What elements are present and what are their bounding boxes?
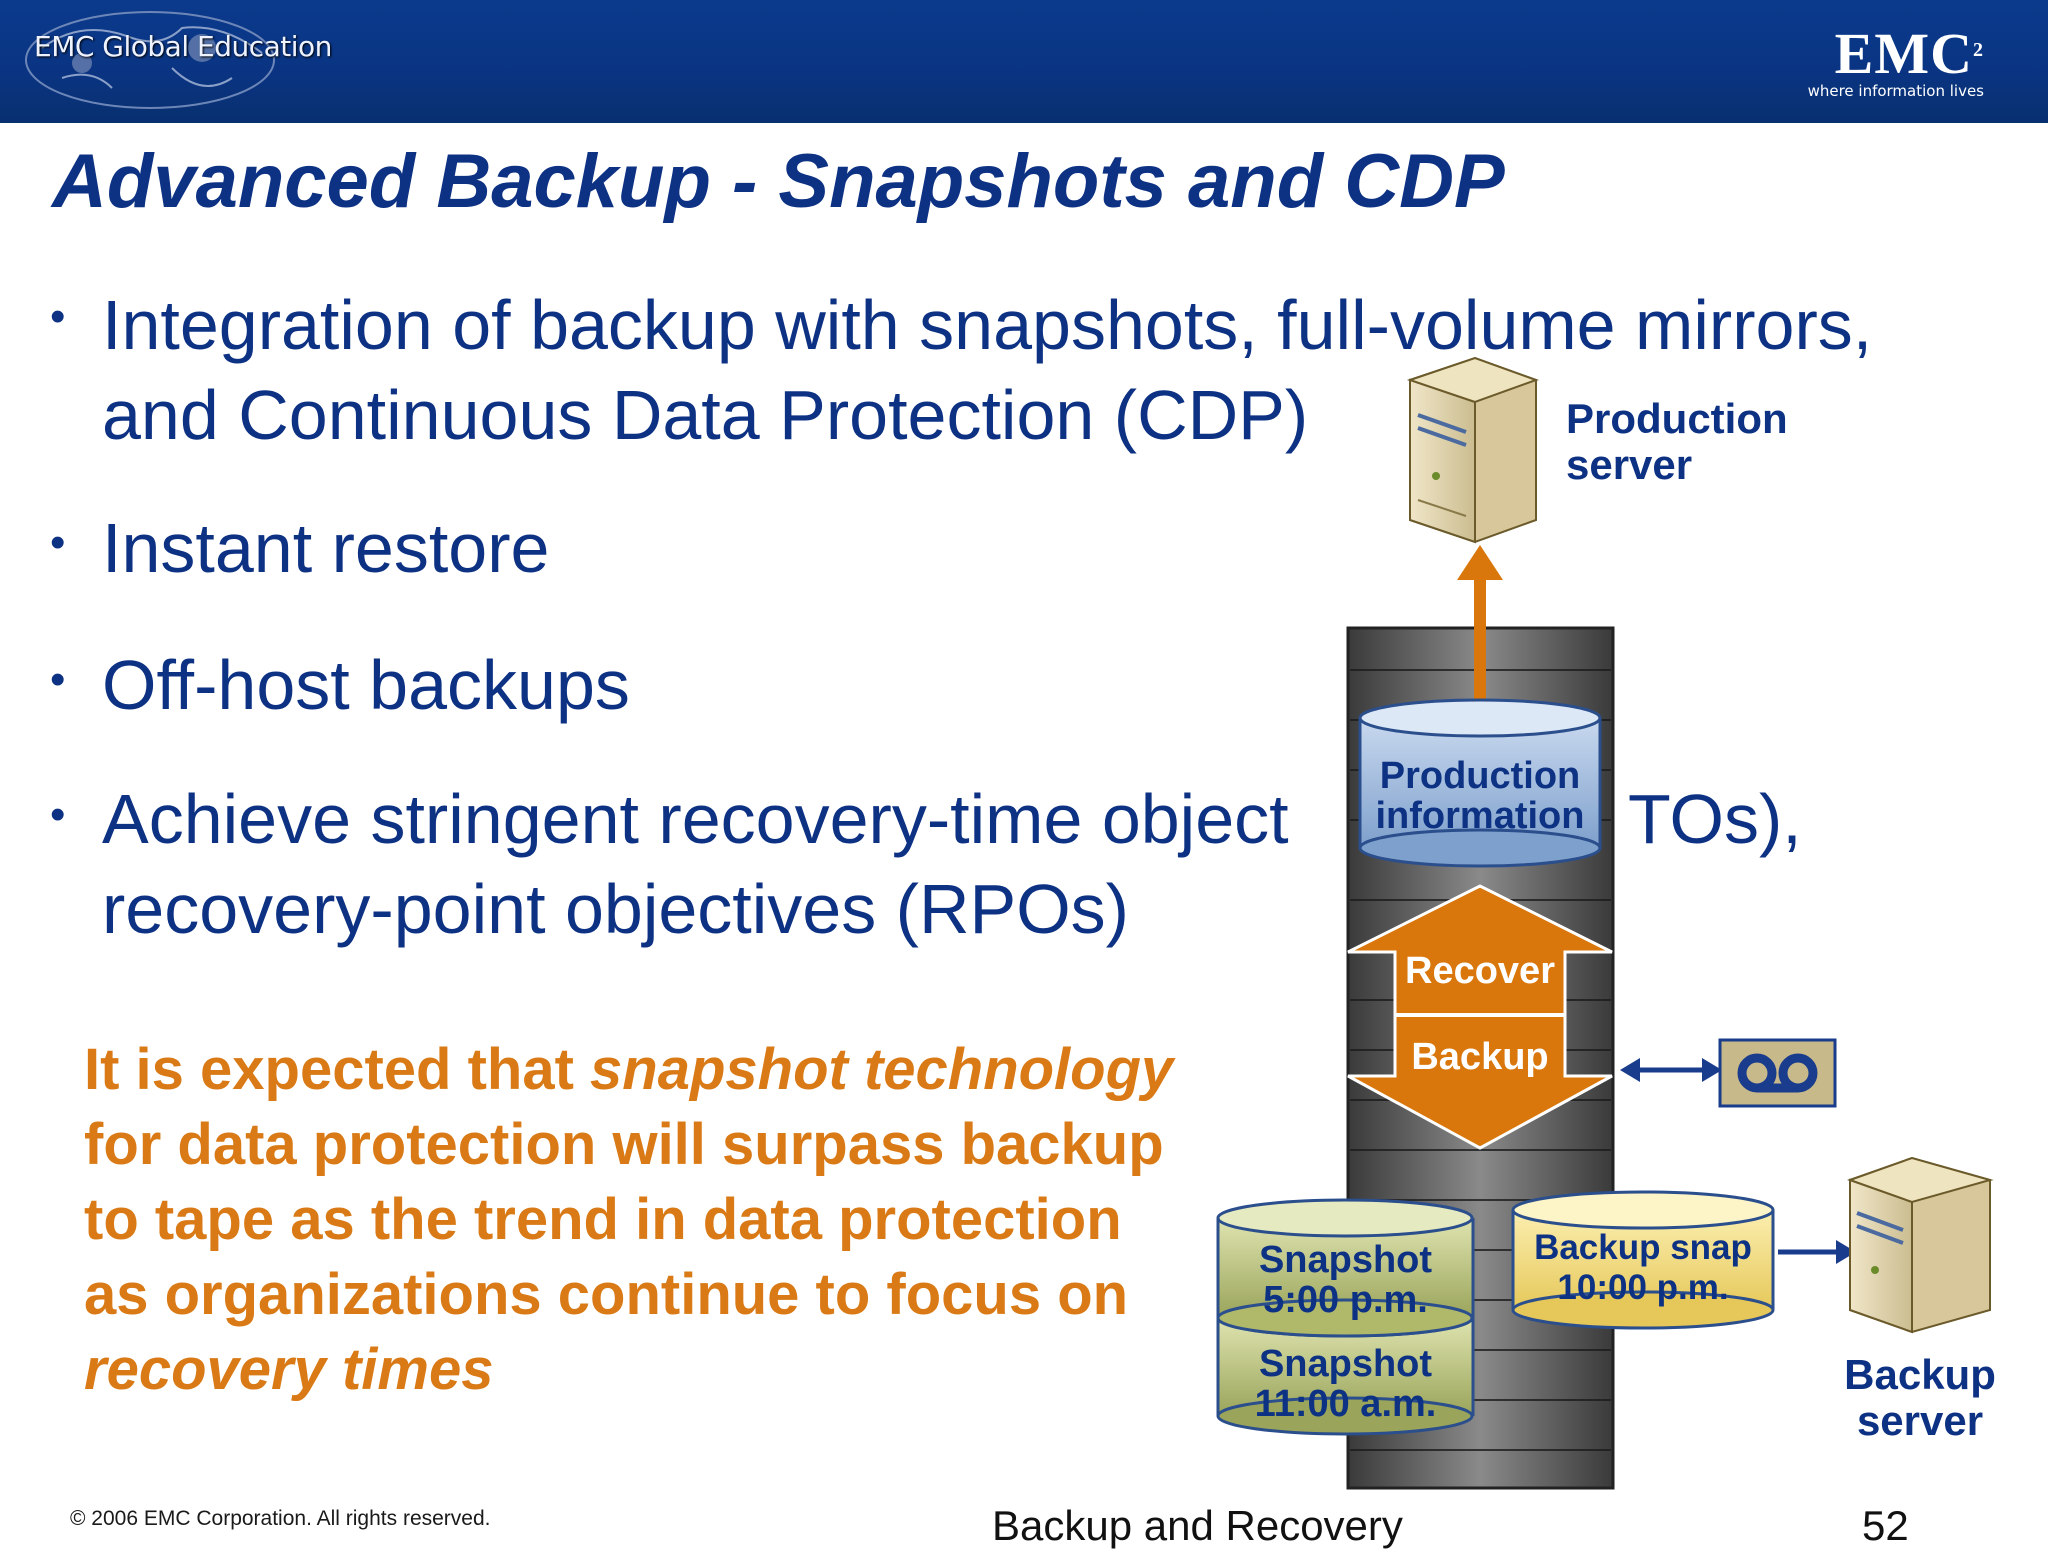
- emc-logo: EMC2 where information lives: [1807, 21, 1984, 101]
- note-text-1: It is expected that: [84, 1037, 591, 1102]
- note-emphasis-1: snapshot technology: [590, 1037, 1174, 1102]
- footer-copyright: © 2006 EMC Corporation. All rights reser…: [70, 1507, 491, 1530]
- bullet-1-line-1: Integration of backup with snapshots, fu…: [102, 286, 1873, 364]
- backup-server-icon: [1847, 1156, 1994, 1334]
- bullet-4-line-1-part-1: Achieve stringent recovery-time object: [102, 780, 1289, 858]
- brand-text: EMC Global Education: [34, 30, 332, 63]
- backup-snap-label: Backup snap 10:00 p.m.: [1534, 1228, 1752, 1307]
- note-text-2: for data protection will surpass backup …: [84, 1112, 1164, 1327]
- page-number: 52: [1862, 1502, 1909, 1549]
- bullet-marker: •: [50, 790, 66, 839]
- emc-logo-mark: EMC2: [1834, 21, 1984, 86]
- production-information-cylinder: [1358, 698, 1602, 868]
- production-information-label: Production information: [1375, 755, 1585, 837]
- production-server-icon: [1406, 356, 1539, 544]
- bullet-4-line-2: recovery-point objectives (RPOs): [102, 870, 1129, 948]
- snapshot-1-label: Snapshot 5:00 p.m.: [1258, 1239, 1433, 1321]
- tape-reel-icon: [1718, 1038, 1837, 1108]
- tape-arrow: [1620, 1058, 1722, 1082]
- recover-label: Recover: [1405, 950, 1555, 992]
- backup-server-label: Backup server: [1844, 1351, 1996, 1444]
- note-emphasis-2: recovery times: [84, 1337, 494, 1402]
- footer-title: Backup and Recovery: [992, 1502, 1403, 1549]
- backup-label: Backup: [1411, 1036, 1549, 1078]
- diagram-graphics: [1216, 356, 1994, 1490]
- bullet-marker: •: [50, 655, 66, 704]
- bullet-marker: •: [50, 292, 66, 341]
- globe-icon: [25, 11, 275, 109]
- production-server-label: Production server: [1566, 395, 1788, 488]
- bullet-3: Off-host backups: [102, 646, 630, 724]
- backup-diagram: Production server Production information…: [1200, 340, 2010, 1490]
- backup-snap-cylinder: [1511, 1190, 1775, 1330]
- bullet-marker: •: [50, 518, 66, 567]
- emc-logo-tagline: where information lives: [1807, 82, 1984, 100]
- bullet-1-line-2: and Continuous Data Protection (CDP): [102, 376, 1309, 454]
- note-callout: It is expected that snapshot technology …: [84, 1032, 1194, 1407]
- header-banner: EMC Global Education EMC2 where informat…: [0, 0, 2048, 123]
- bullet-2: Instant restore: [102, 509, 550, 587]
- bullet-4-line-1-part-2: TOs),: [1628, 780, 1802, 858]
- backup-server-arrow: [1778, 1240, 1856, 1264]
- snapshot-2-label: Snapshot 11:00 a.m.: [1254, 1343, 1437, 1425]
- snapshot-cylinder-top: [1216, 1198, 1475, 1338]
- slide-title: Advanced Backup - Snapshots and CDP: [52, 139, 1505, 224]
- recover-backup-arrow: [1347, 884, 1613, 1150]
